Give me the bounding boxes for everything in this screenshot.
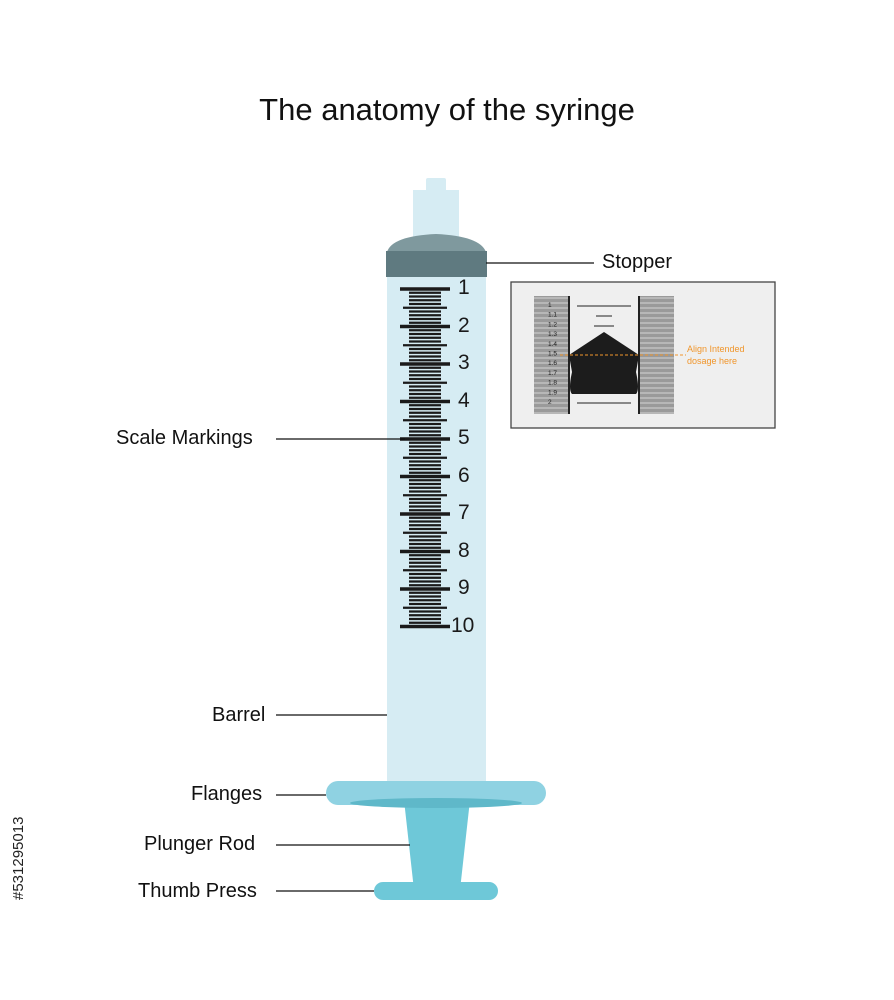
inset-scale-label: 1.3 (548, 331, 557, 338)
scale-markings-label: Scale Markings (116, 427, 253, 449)
thumb-press-shape (374, 882, 498, 900)
inset-scale-label: 1 (548, 302, 552, 309)
plunger-rod-label: Plunger Rod (144, 833, 256, 855)
scale-number: 9 (458, 576, 470, 599)
stock-id-watermark: #531295013 (10, 816, 27, 900)
thumb-press-label: Thumb Press (138, 880, 257, 902)
scale-number: 5 (458, 426, 470, 449)
plunger-rod-shape (404, 800, 470, 890)
scale-ticks (400, 287, 450, 629)
stopper-body (386, 251, 487, 277)
inset-scale-label: 1.7 (548, 370, 557, 377)
inset-scale-label: 1.5 (548, 351, 557, 358)
inset-scale-label: 1.2 (548, 321, 557, 328)
scale-number: 6 (458, 463, 470, 487)
scale-number: 7 (458, 501, 470, 524)
stopper-top (387, 234, 486, 252)
scale-number: 3 (458, 351, 470, 374)
inset-scale-label: 1.8 (548, 380, 557, 387)
inset-plunger-tip (569, 332, 639, 394)
scale-number: 4 (458, 388, 470, 412)
scale-number: 1 (458, 276, 470, 299)
flange-shape (326, 781, 546, 805)
dosage-inset: 1 1.1 1.2 1.3 1.4 1.5 1.6 1.7 1.8 1.9 2 Align Inte… (510, 281, 776, 429)
inset-scale-label: 1.6 (548, 360, 557, 367)
scale-number: 8 (458, 538, 470, 562)
page-title: The anatomy of the syringe (259, 92, 635, 127)
align-note-line1: Align Intended (687, 344, 745, 354)
nozzle-cap (426, 178, 446, 192)
inset-scale-label: 1.1 (548, 312, 557, 319)
scale-number: 10 (451, 613, 475, 637)
inset-scale-label: 1.4 (548, 341, 557, 348)
scale-number: 2 (458, 313, 470, 337)
inset-scale-label: 1.9 (548, 389, 557, 396)
flanges-label: Flanges (191, 783, 263, 805)
inset-scale-label: 2 (548, 399, 552, 406)
align-note-line2: dosage here (687, 356, 737, 366)
inset-stripes (534, 297, 674, 414)
stopper-label: Stopper (602, 251, 673, 273)
inset-scale-labels: 1 1.1 1.2 1.3 1.4 1.5 1.6 1.7 1.8 1.9 2 (548, 302, 557, 406)
flange-shadow (350, 798, 522, 808)
barrel-label: Barrel (212, 704, 266, 726)
